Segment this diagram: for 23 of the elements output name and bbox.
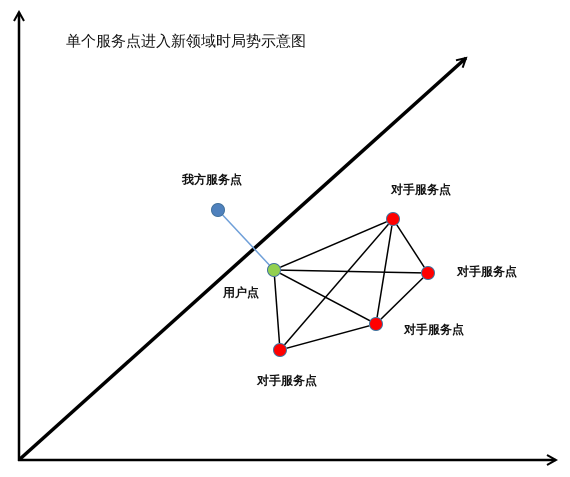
connector-line: [222, 214, 270, 266]
diagram-title: 单个服务点进入新领域时局势示意图: [66, 32, 306, 51]
point-marker: [273, 343, 287, 357]
point-marker: [369, 317, 383, 331]
connector-line: [284, 224, 389, 346]
connector-line: [280, 221, 387, 268]
connector-line: [280, 272, 370, 322]
connector-line: [396, 224, 425, 268]
point-marker: [267, 263, 281, 277]
point-marker: [386, 212, 400, 226]
connector-line: [280, 269, 422, 274]
point-label: 对手服务点: [457, 264, 517, 280]
connector-line: [274, 276, 280, 344]
point-marker: [211, 203, 225, 217]
point-label: 我方服务点: [182, 172, 242, 188]
connector-line: [380, 277, 424, 320]
point-marker: [421, 266, 435, 280]
connector-line: [286, 325, 370, 349]
point-label: 用户点: [223, 284, 259, 302]
point-label: 对手服务点: [404, 322, 464, 338]
point-label: 对手服务点: [257, 372, 317, 390]
connector-line: [376, 226, 393, 318]
point-label: 对手服务点: [391, 182, 451, 198]
